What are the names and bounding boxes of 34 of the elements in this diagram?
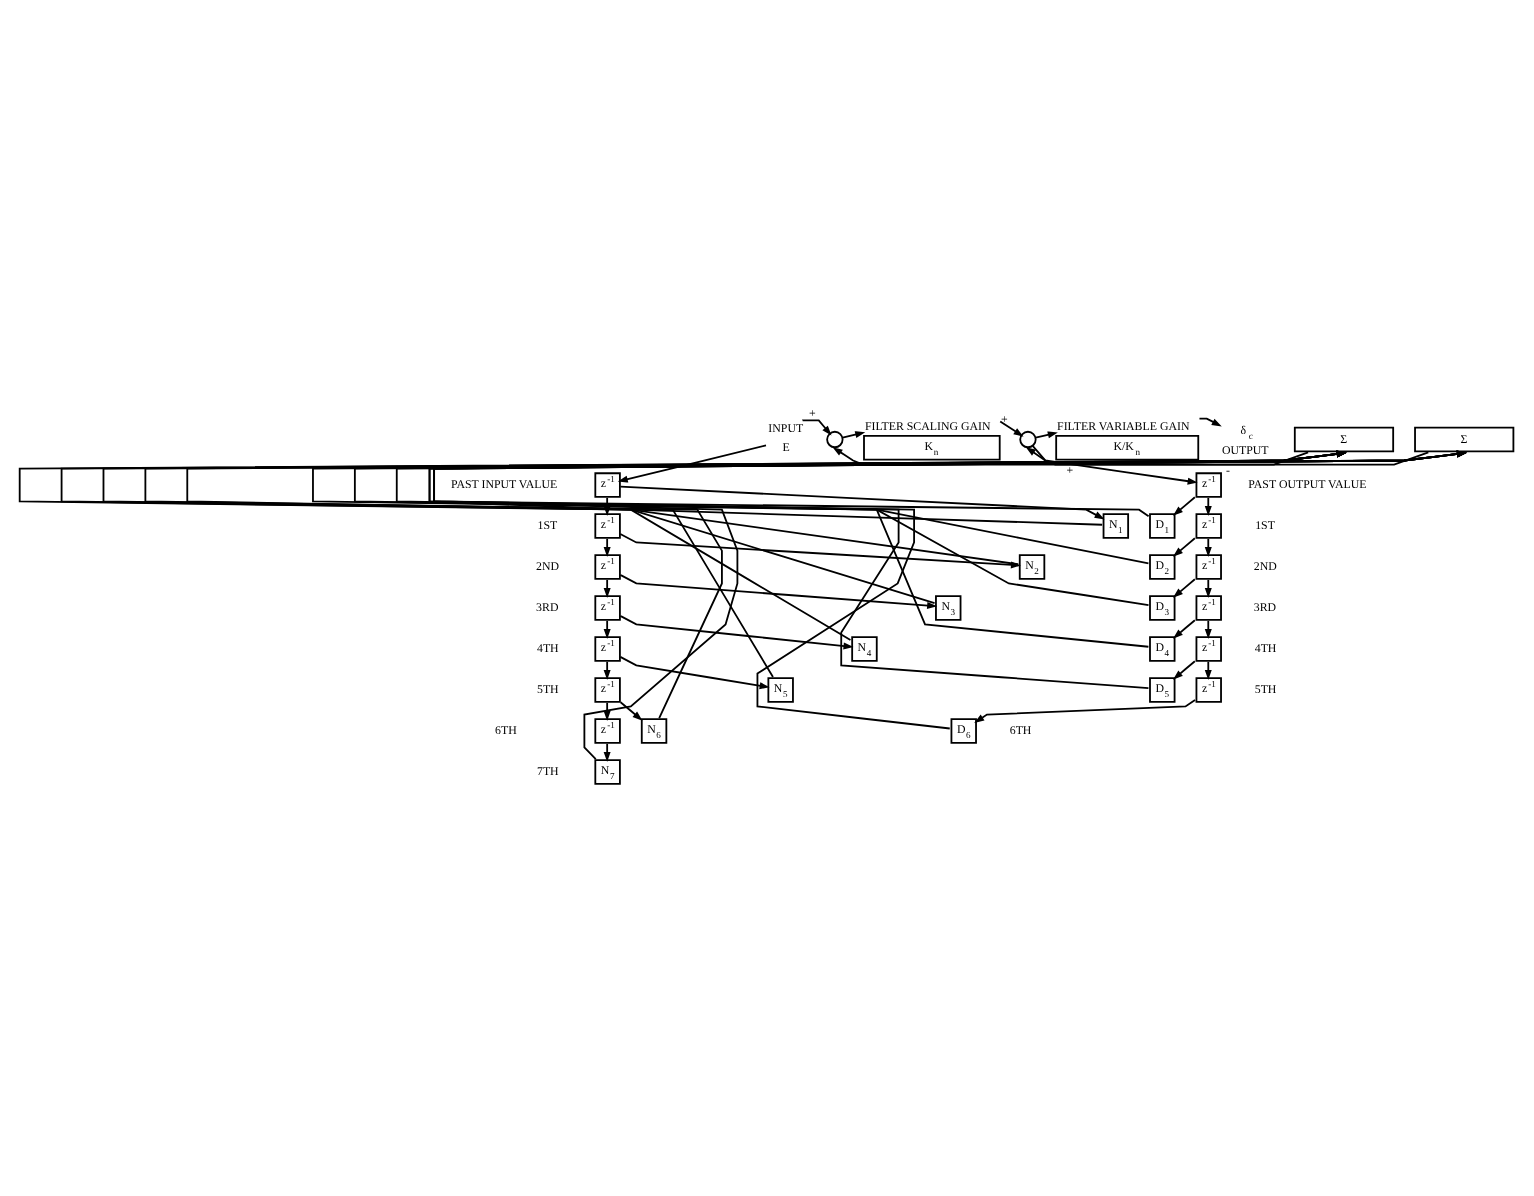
arrow — [1172, 496, 1196, 516]
arrow — [1204, 579, 1212, 598]
arrow — [999, 420, 1024, 437]
arrow — [617, 444, 767, 483]
arrow — [1031, 445, 1198, 485]
arrow — [353, 450, 1467, 648]
arrow — [1025, 447, 1430, 466]
arrow — [395, 450, 1467, 689]
arrow — [433, 450, 1467, 730]
arrow — [801, 419, 832, 436]
arrow — [603, 579, 611, 598]
arrow — [1172, 619, 1196, 639]
arrow — [832, 447, 1309, 466]
arrow — [1204, 497, 1212, 516]
arrow — [1172, 537, 1196, 557]
arrow — [974, 699, 1196, 723]
arrow — [1204, 538, 1212, 557]
arrow — [603, 742, 611, 762]
arrow — [603, 538, 611, 557]
arrow — [1204, 620, 1212, 639]
arrow — [619, 656, 770, 690]
arrow — [619, 701, 643, 721]
arrow — [619, 485, 1105, 520]
arrow — [1172, 660, 1196, 680]
node-circle — [1019, 430, 1037, 449]
arrow — [603, 660, 611, 680]
arrow — [1172, 578, 1196, 598]
arrow — [1204, 660, 1212, 680]
arrow — [603, 620, 611, 639]
arrow — [619, 615, 854, 650]
arrow — [312, 450, 1467, 606]
node-circle — [826, 430, 844, 449]
arrow — [1034, 431, 1058, 439]
arrow — [619, 574, 938, 610]
